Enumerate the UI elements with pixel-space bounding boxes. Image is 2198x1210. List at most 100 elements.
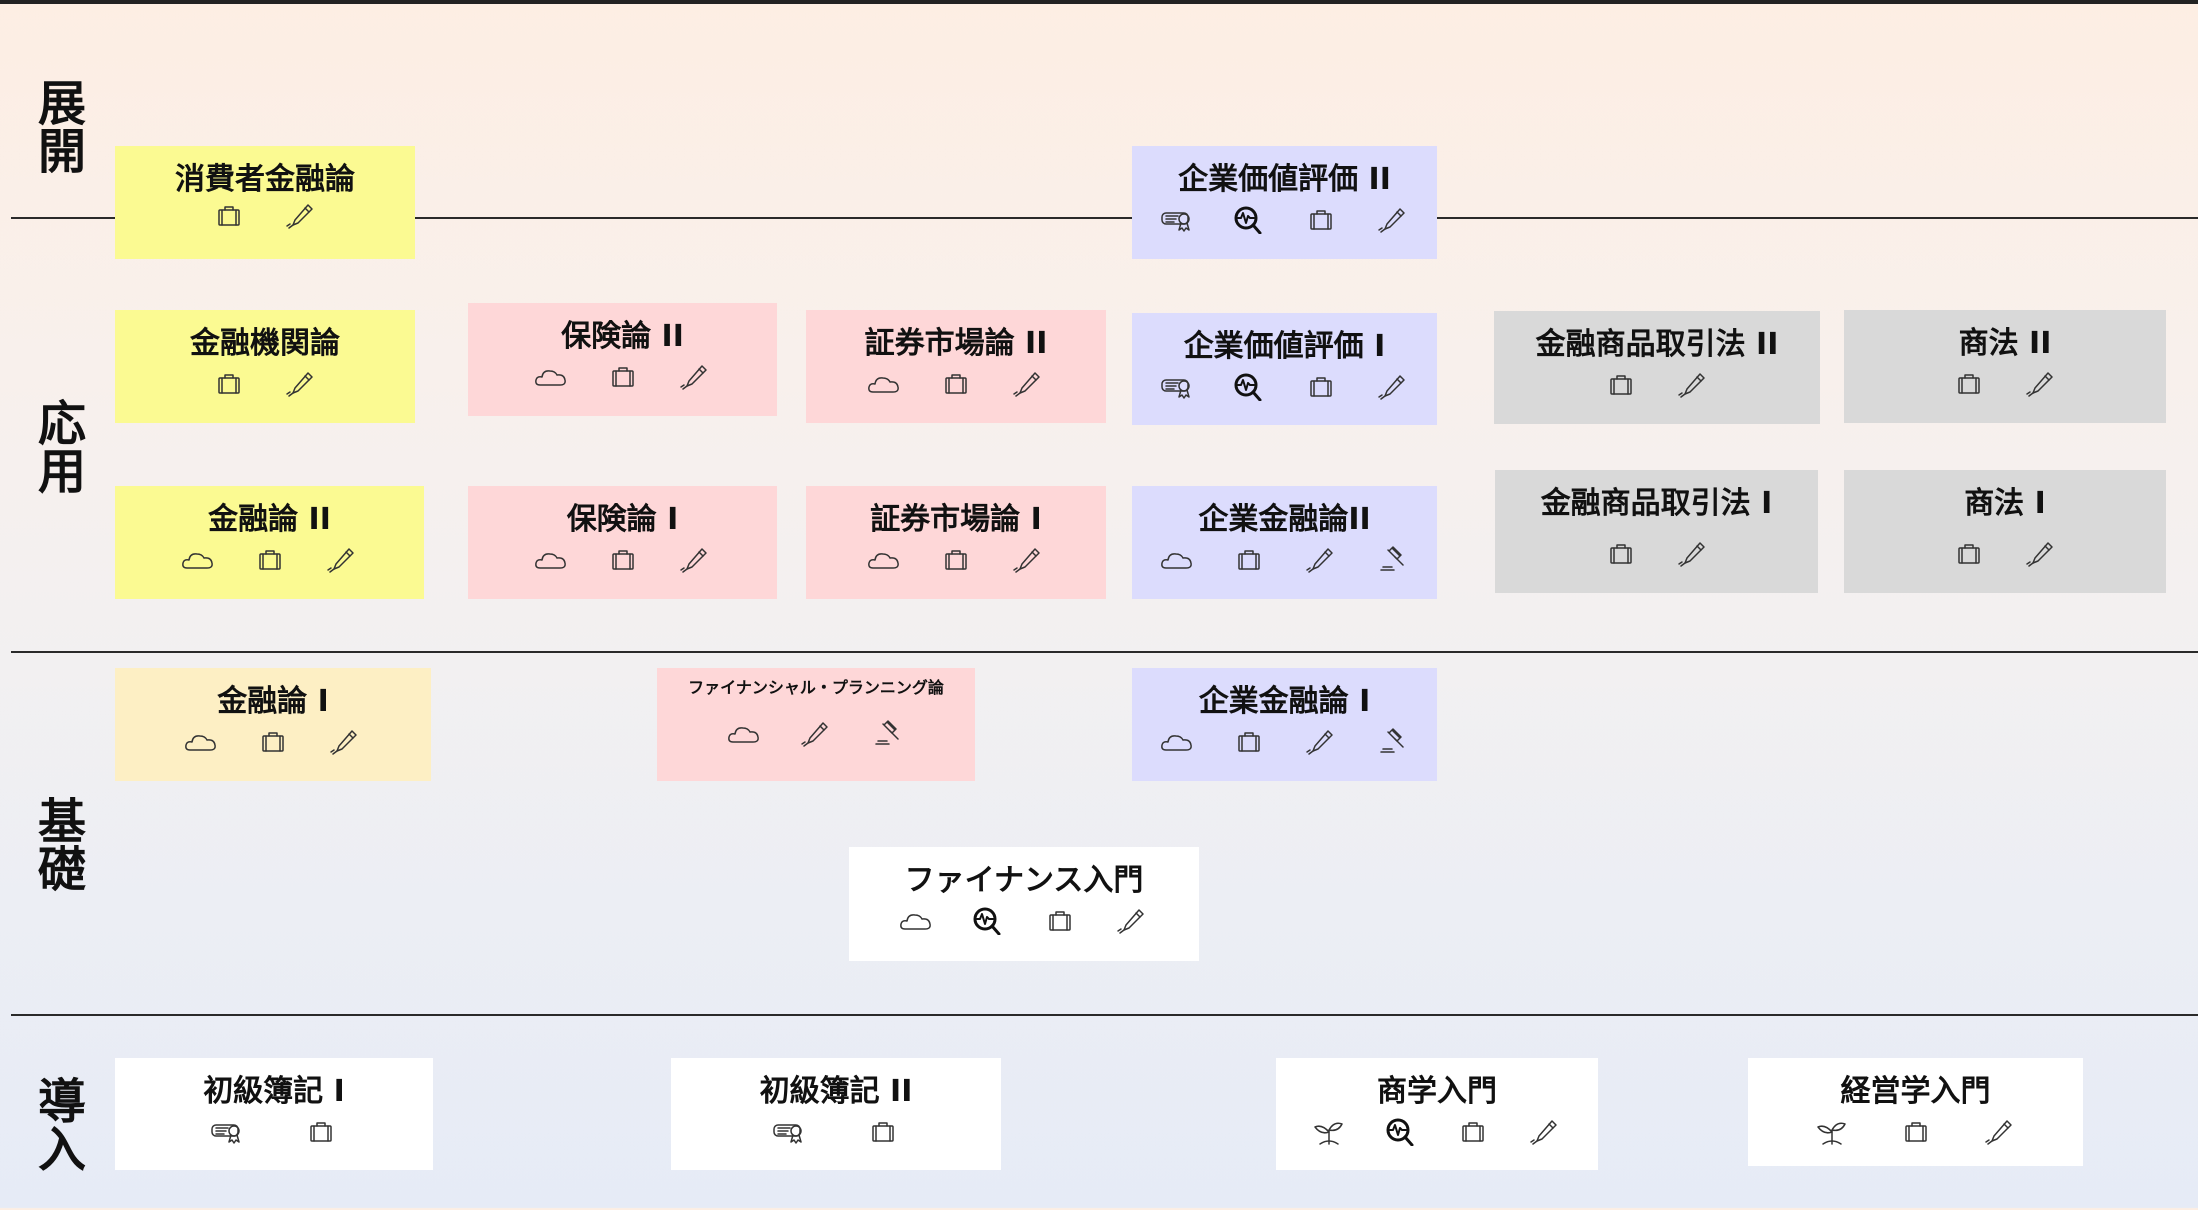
course-card[interactable]: 消費者金融論 [115,146,415,259]
sprout-icon [1815,1118,1849,1146]
course-title: 初級簿記 I [203,1074,345,1109]
course-title: 商法 I [1964,486,2046,521]
briefcase-icon [1304,206,1338,234]
course-card[interactable]: 証券市場論 II [806,310,1106,423]
cloud-icon [181,546,215,574]
magnifier-chart-icon [1232,373,1266,401]
pen-icon [1376,206,1410,234]
course-title: ファイナンシャル・プランニング論 [688,678,944,697]
pen-icon [1011,370,1045,398]
course-card[interactable]: 金融機関論 [115,310,415,423]
pen-icon [1304,728,1338,756]
pen-icon [284,202,318,230]
gavel-icon [1376,728,1410,756]
cloud-icon [184,728,218,756]
course-card[interactable]: 商法 II [1844,310,2166,423]
cloud-icon [1160,728,1194,756]
briefcase-icon [304,1118,338,1146]
pen-icon [1983,1118,2017,1146]
pen-icon [325,546,359,574]
top-border [0,0,2198,4]
pen-icon [678,363,712,391]
briefcase-icon [606,363,640,391]
course-title: 企業金融論 I [1198,684,1371,719]
course-title: 商学入門 [1377,1074,1497,1109]
course-card[interactable]: 初級簿記 II [671,1058,1001,1170]
course-title: 企業価値評価 I [1183,329,1386,364]
course-card[interactable]: ファイナンシャル・プランニング論 [657,668,975,781]
magnifier-chart-icon [1384,1118,1418,1146]
pen-icon [1528,1118,1562,1146]
course-title: 金融商品取引法 I [1540,486,1773,521]
pen-icon [799,720,833,748]
briefcase-icon [939,546,973,574]
course-card[interactable]: 金融論 I [115,668,431,781]
divider-tenkai-oyo [11,217,2198,219]
course-card[interactable]: 企業金融論 I [1132,668,1437,781]
course-card[interactable]: 商法 I [1844,470,2166,593]
cloud-icon [534,546,568,574]
magnifier-chart-icon [971,907,1005,935]
briefcase-icon [1952,540,1986,568]
briefcase-icon [212,202,246,230]
certificate-icon [772,1118,806,1146]
briefcase-icon [1456,1118,1490,1146]
pen-icon [284,370,318,398]
certificate-icon [1160,206,1194,234]
course-title: 保険論 II [561,319,684,354]
course-title: 金融論 I [217,684,329,719]
gavel-icon [1376,546,1410,574]
pen-icon [2024,540,2058,568]
pen-icon [2024,370,2058,398]
course-card[interactable]: 保険論 II [468,303,777,416]
course-title: 企業金融論II [1198,502,1371,537]
pen-icon [1376,373,1410,401]
briefcase-icon [212,370,246,398]
cloud-icon [899,907,933,935]
briefcase-icon [866,1118,900,1146]
briefcase-icon [1604,371,1638,399]
magnifier-chart-icon [1232,206,1266,234]
cloud-icon [534,363,568,391]
certificate-icon [210,1118,244,1146]
briefcase-icon [253,546,287,574]
course-card[interactable]: 金融商品取引法 I [1495,470,1818,593]
course-card[interactable]: 企業価値評価 II [1132,146,1437,259]
briefcase-icon [1043,907,1077,935]
course-title: 金融機関論 [190,326,340,361]
course-card[interactable]: 金融論 II [115,486,424,599]
course-card[interactable]: 証券市場論 I [806,486,1106,599]
course-title: 金融商品取引法 II [1535,327,1779,362]
cloud-icon [727,720,761,748]
certificate-icon [1160,373,1194,401]
briefcase-icon [256,728,290,756]
pen-icon [1676,371,1710,399]
briefcase-icon [1952,370,1986,398]
level-label-oyo: 応用 [29,398,85,494]
course-card[interactable]: 経営学入門 [1748,1058,2083,1166]
cloud-icon [867,370,901,398]
course-card[interactable]: 初級簿記 I [115,1058,433,1170]
pen-icon [1304,546,1338,574]
course-card[interactable]: 企業金融論II [1132,486,1437,599]
course-title: 初級簿記 II [759,1074,913,1109]
briefcase-icon [1232,728,1266,756]
course-card[interactable]: 企業価値評価 I [1132,313,1437,425]
course-title: 保険論 I [566,502,679,537]
course-card[interactable]: ファイナンス入門 [849,847,1199,961]
briefcase-icon [1304,373,1338,401]
divider-oyo-kiso [11,651,2198,653]
course-title: 経営学入門 [1840,1074,1991,1109]
pen-icon [1676,540,1710,568]
level-label-donyu: 導入 [29,1076,85,1172]
pen-icon [328,728,362,756]
pen-icon [1011,546,1045,574]
briefcase-icon [1232,546,1266,574]
course-card[interactable]: 保険論 I [468,486,777,599]
course-title: 証券市場論 II [864,326,1048,361]
course-title: 金融論 II [208,502,331,537]
course-title: 企業価値評価 II [1178,162,1391,197]
pen-icon [1115,907,1149,935]
course-card[interactable]: 金融商品取引法 II [1494,311,1820,424]
course-card[interactable]: 商学入門 [1276,1058,1598,1170]
